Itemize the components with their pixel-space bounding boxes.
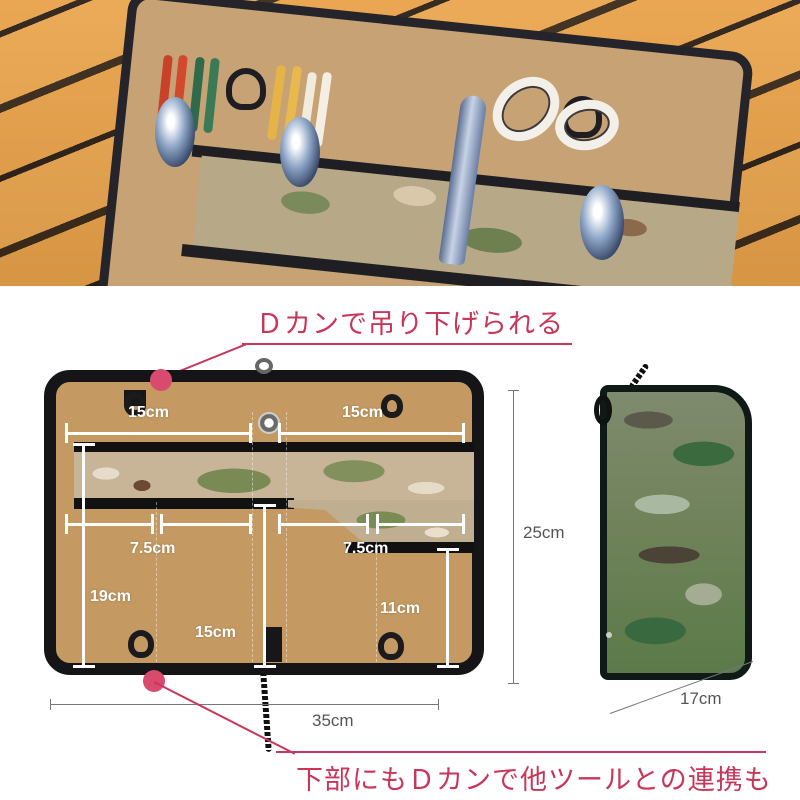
callout-top-text: Ｄカンで吊り下げられる <box>256 309 564 339</box>
dim-tick <box>254 665 276 668</box>
dim-line <box>376 523 464 526</box>
stitch-line <box>252 412 253 662</box>
dim-label-mid-right: 7.5cm <box>343 540 389 557</box>
dim-line <box>82 445 85 667</box>
dim-tick <box>50 699 51 710</box>
dim-line <box>446 550 449 667</box>
stitch-line <box>156 502 157 662</box>
dim-tick <box>462 423 465 443</box>
callout-bottom-underline <box>276 751 766 753</box>
d-ring-icon <box>378 632 404 660</box>
dim-label-top-right: 15cm <box>342 404 383 421</box>
dim-line-overall-height <box>513 390 514 684</box>
dim-line <box>65 523 153 526</box>
product-photo <box>0 0 800 286</box>
pocket-edge <box>74 498 294 509</box>
callout-top-dot <box>150 369 172 391</box>
dim-line-overall-width <box>50 704 438 705</box>
dim-label-closed-width: 17cm <box>680 689 722 708</box>
dim-tick <box>160 514 163 534</box>
dim-tick <box>437 665 459 668</box>
callout-bottom-leader <box>153 681 296 755</box>
dim-tick <box>462 514 465 534</box>
d-ring-icon <box>381 394 403 418</box>
dim-line <box>278 523 368 526</box>
dim-tick <box>366 514 369 534</box>
spoon <box>155 97 195 167</box>
dim-line <box>263 506 266 667</box>
callout-bottom-text: 下部にもＤカンで他ツールとの連携も <box>296 765 772 795</box>
callout-bottom-dot <box>143 670 165 692</box>
dim-line <box>65 432 251 435</box>
dim-tick <box>278 423 281 443</box>
dim-label-overall-height: 25cm <box>523 523 565 542</box>
pocket-edge <box>74 442 474 453</box>
rivet <box>606 632 612 638</box>
d-ring-icon <box>594 395 612 425</box>
pocket-edge <box>346 542 474 553</box>
spoon <box>280 117 320 187</box>
dim-tick <box>73 443 95 446</box>
closed-camo-case <box>600 385 752 680</box>
d-ring-icon <box>124 392 146 416</box>
dim-tick <box>437 548 459 551</box>
dim-tick <box>508 390 519 391</box>
callout-top-underline <box>242 343 572 345</box>
dim-line <box>160 523 250 526</box>
dim-tick <box>65 423 68 443</box>
dim-tick <box>438 699 439 710</box>
dim-line <box>278 432 464 435</box>
hanging-ring-icon <box>255 358 273 374</box>
dim-tick <box>73 665 95 668</box>
spoon <box>580 185 624 260</box>
dim-tick <box>151 514 154 534</box>
grommet-icon <box>258 412 280 434</box>
zipper-pull <box>264 627 282 662</box>
d-ring-icon <box>128 630 154 658</box>
dim-tick <box>65 514 68 534</box>
stitch-line <box>376 542 377 662</box>
camo-pocket <box>74 452 474 500</box>
dim-tick <box>508 683 519 684</box>
dim-label-top-left: 15cm <box>128 404 169 421</box>
d-ring-icon <box>226 68 266 110</box>
dim-label-left-height: 19cm <box>90 588 131 605</box>
dim-label-mid-left: 7.5cm <box>130 540 176 557</box>
stitch-line <box>286 412 287 662</box>
dim-tick <box>278 514 281 534</box>
dim-tick <box>376 514 379 534</box>
dim-label-right-height: 11cm <box>380 600 421 617</box>
dim-label-center-height: 15cm <box>195 624 236 641</box>
dim-label-overall-width: 35cm <box>312 711 354 730</box>
dim-tick <box>249 423 252 443</box>
dim-tick <box>254 504 276 507</box>
dim-tick <box>249 514 252 534</box>
d-ring-icon <box>562 96 602 138</box>
